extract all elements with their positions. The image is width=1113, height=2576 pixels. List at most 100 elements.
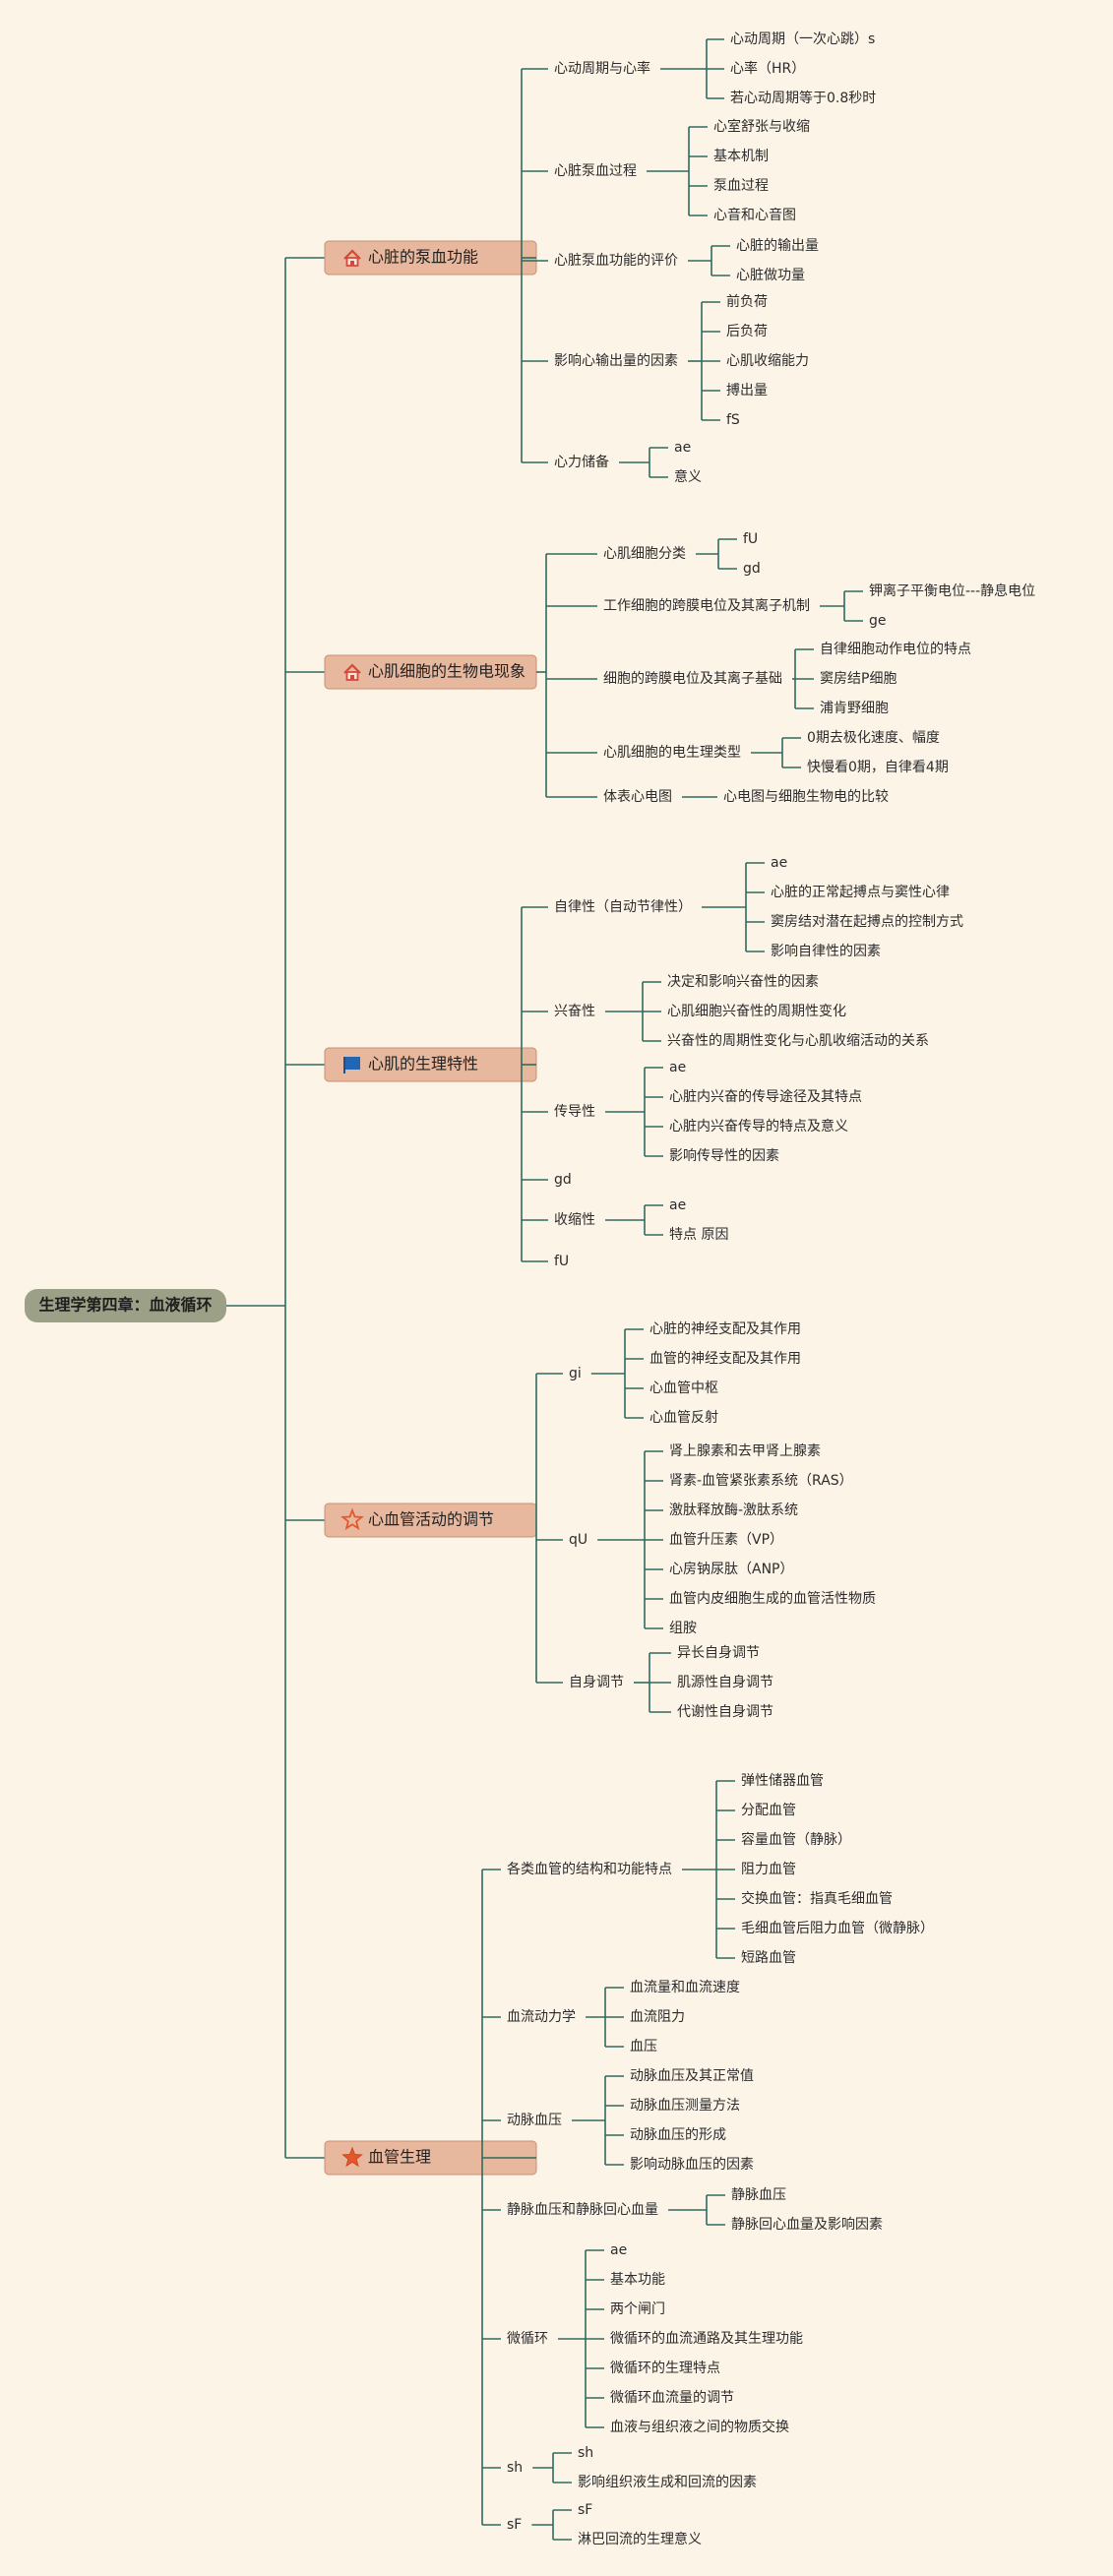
leaf-label: ae: [669, 1060, 686, 1075]
subtopic-label: 动脉血压: [507, 2113, 562, 2128]
leaf-label: 血管升压素（VP）: [669, 1532, 783, 1548]
section-label: 心肌细胞的生物电现象: [368, 662, 526, 681]
leaf-label: 意义: [674, 468, 702, 485]
subtopic-label: 自身调节: [569, 1675, 624, 1690]
subtopic-label: 心脏泵血功能的评价: [554, 253, 678, 269]
leaf-label: 两个闸门: [610, 2301, 665, 2317]
leaf-label: 影响组织液生成和回流的因素: [578, 2475, 757, 2490]
leaf-label: 微循环的生理特点: [610, 2361, 720, 2376]
section-label: 心血管活动的调节: [368, 1510, 494, 1529]
home-icon: [343, 663, 361, 681]
leaf-label: 交换血管：指真毛细血管: [741, 1890, 893, 1907]
subtopic-label: 兴奋性: [554, 1004, 595, 1019]
leaf-label: ae: [674, 440, 691, 456]
leaf-label: 代谢性自身调节: [677, 1704, 773, 1720]
subtopic-label: 心动周期与心率: [554, 60, 650, 77]
leaf-label: 后负荷: [726, 324, 768, 339]
leaf-label: 动脉血压测量方法: [630, 2098, 740, 2114]
leaf-label: 心房钠尿肽（ANP）: [669, 1562, 794, 1577]
section-label: 心脏的泵血功能: [368, 248, 478, 267]
leaf-label: 静脉回心血量及影响因素: [731, 2217, 883, 2233]
subtopic-label: gd: [554, 1172, 572, 1188]
leaf-label: 异长自身调节: [677, 1645, 760, 1661]
leaf-label: 0期去极化速度、幅度: [807, 730, 940, 746]
leaf-label: 血管内皮细胞生成的血管活性物质: [669, 1591, 876, 1607]
subtopic-label: 血流动力学: [507, 2009, 576, 2025]
home-icon: [343, 249, 361, 267]
leaf-label: 微循环的血流通路及其生理功能: [610, 2331, 803, 2347]
subtopic-label: 传导性: [554, 1104, 595, 1120]
leaf-label: 窦房结对潜在起搏点的控制方式: [771, 913, 963, 930]
leaf-label: 动脉血压及其正常值: [630, 2068, 754, 2084]
subtopic-label: 心脏泵血过程: [554, 163, 637, 179]
leaf-label: 心肌细胞兴奋性的周期性变化: [667, 1004, 846, 1019]
leaf-label: 自律细胞动作电位的特点: [820, 642, 971, 657]
leaf-label: 血管的神经支配及其作用: [649, 1351, 801, 1367]
leaf-label: 毛细血管后阻力血管（微静脉）: [741, 1921, 934, 1936]
leaf-label: 激肽释放酶-激肽系统: [669, 1502, 798, 1518]
leaf-label: 钾离子平衡电位---静息电位: [869, 583, 1035, 599]
flag-icon: [343, 1057, 360, 1073]
leaf-label: 泵血过程: [713, 178, 769, 194]
leaf-label: 组胺: [669, 1621, 697, 1636]
leaf-label: 心脏内兴奋的传导途径及其特点: [669, 1088, 862, 1105]
subtopic-label: fU: [554, 1254, 569, 1269]
star-filled-icon: [341, 2146, 363, 2168]
leaf-label: 心肌收缩能力: [726, 353, 809, 369]
leaf-label: 影响自律性的因素: [771, 944, 881, 959]
subtopic-label: sF: [507, 2517, 522, 2533]
leaf-label: 容量血管（静脉）: [741, 1831, 851, 1848]
section-label: 心肌的生理特性: [368, 1055, 478, 1073]
subtopic-label: 静脉血压和静脉回心血量: [507, 2202, 658, 2218]
leaf-label: 决定和影响兴奋性的因素: [667, 974, 819, 990]
leaf-label: fU: [743, 531, 758, 547]
leaf-label: 血压: [630, 2039, 657, 2055]
leaf-label: 淋巴回流的生理意义: [578, 2531, 702, 2547]
subtopic-label: 体表心电图: [603, 789, 672, 805]
leaf-label: 心血管反射: [649, 1410, 718, 1426]
leaf-label: 心脏的神经支配及其作用: [649, 1321, 801, 1337]
leaf-label: 窦房结P细胞: [820, 671, 897, 687]
star-outline-icon: [340, 1507, 364, 1531]
leaf-label: 基本机制: [713, 148, 769, 164]
leaf-label: 心脏的输出量: [736, 238, 819, 254]
subtopic-label: 心力储备: [554, 454, 609, 470]
leaf-label: fS: [726, 412, 740, 428]
leaf-label: 动脉血压的形成: [630, 2127, 726, 2143]
subtopic-label: 自律性（自动节律性）: [554, 899, 692, 915]
leaf-label: 浦肯野细胞: [820, 701, 889, 716]
leaf-label: 肾素-血管紧张素系统（RAS）: [669, 1473, 853, 1489]
subtopic-label: 微循环: [507, 2331, 548, 2347]
leaf-label: 心率（HR）: [730, 60, 805, 77]
leaf-label: 心音和心音图: [713, 207, 796, 223]
leaf-label: 阻力血管: [741, 1862, 796, 1877]
subtopic-label: qU: [569, 1532, 587, 1548]
leaf-label: 心脏做功量: [736, 268, 805, 283]
leaf-label: gd: [743, 561, 761, 577]
leaf-label: 心室舒张与收缩: [713, 118, 810, 135]
leaf-label: 肾上腺素和去甲肾上腺素: [669, 1443, 821, 1459]
leaf-label: 特点 原因: [669, 1227, 728, 1243]
leaf-label: 短路血管: [741, 1950, 796, 1966]
leaf-label: 微循环血流量的调节: [610, 2390, 734, 2406]
leaf-label: 心动周期（一次心跳）s: [730, 31, 875, 47]
leaf-label: 肌源性自身调节: [677, 1675, 773, 1690]
leaf-label: 心脏内兴奋传导的特点及意义: [669, 1118, 848, 1135]
leaf-label: 快慢看0期，自律看4期: [807, 759, 949, 775]
leaf-label: sh: [578, 2445, 593, 2461]
subtopic-label: 收缩性: [554, 1212, 595, 1228]
leaf-label: ae: [610, 2242, 627, 2258]
leaf-label: 影响传导性的因素: [669, 1148, 779, 1164]
leaf-label: 搏出量: [726, 382, 768, 399]
root-label: 生理学第四章：血液循环: [38, 1296, 212, 1315]
leaf-label: sF: [578, 2502, 592, 2518]
leaf-label: 血流量和血流速度: [630, 1980, 740, 1995]
leaf-label: 兴奋性的周期性变化与心肌收缩活动的关系: [667, 1033, 929, 1049]
leaf-label: 血液与组织液之间的物质交换: [610, 2419, 789, 2435]
leaf-label: ae: [669, 1197, 686, 1213]
leaf-label: 静脉血压: [731, 2187, 786, 2203]
subtopic-label: 各类血管的结构和功能特点: [507, 1862, 672, 1877]
subtopic-label: gi: [569, 1366, 582, 1381]
leaf-label: 若心动周期等于0.8秒时: [730, 90, 876, 106]
